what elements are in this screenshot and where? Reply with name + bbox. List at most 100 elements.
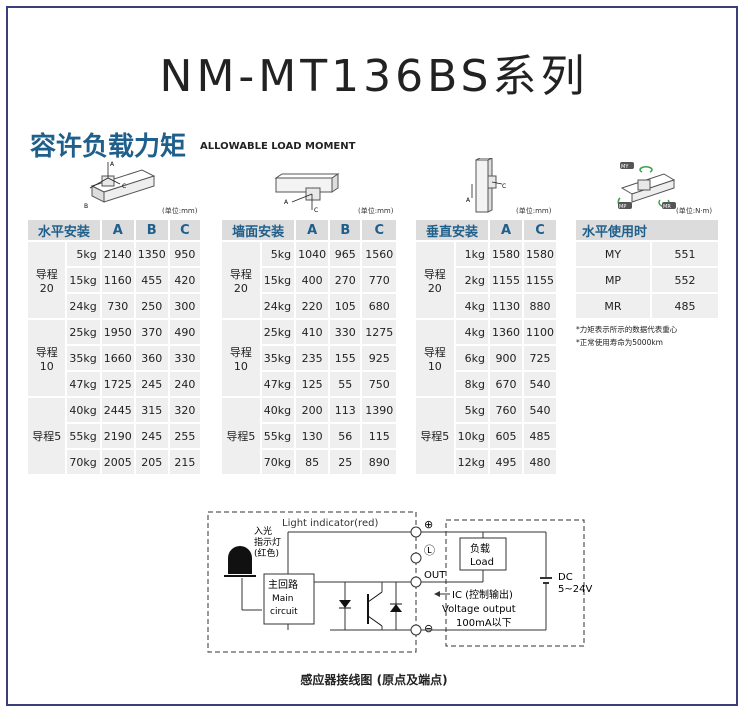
group-label: 导程5 — [416, 398, 454, 474]
l-terminal-icon: Ⓛ — [424, 544, 435, 557]
table-cell: 2445 — [101, 398, 134, 422]
table-cell: 4kg — [455, 294, 488, 318]
table-cell: 410 — [296, 320, 329, 344]
table-cell: 5kg — [455, 398, 488, 422]
label-c: C — [502, 183, 506, 190]
table-header: B — [330, 220, 361, 240]
table-cell: 85 — [296, 450, 329, 474]
table-cell: 1040 — [296, 242, 329, 266]
table-cell: 880 — [524, 294, 556, 318]
table-cell: 900 — [490, 346, 522, 370]
table-cell: 56 — [330, 424, 361, 448]
wall-mount-illustration: A C — [274, 173, 340, 214]
light-indicator-label: Light indicator(red) — [282, 518, 378, 529]
label-a: A — [466, 197, 471, 204]
table-cell: 70kg — [67, 450, 100, 474]
table-cell: 540 — [524, 398, 556, 422]
table-cell: 670 — [490, 372, 522, 396]
table-header: 水平安装 — [28, 220, 100, 240]
table-cell: 24kg — [67, 294, 100, 318]
table-cell: 25kg — [67, 320, 100, 344]
table-cell: 1360 — [490, 320, 522, 344]
table-cell: 1390 — [362, 398, 396, 422]
table-cell: 40kg — [261, 398, 295, 422]
table-cell: 605 — [490, 424, 522, 448]
table-cell: 105 — [330, 294, 361, 318]
group-label: 导程20 — [28, 242, 66, 318]
table-cell: 1kg — [455, 242, 488, 266]
table-cell: 400 — [296, 268, 329, 292]
section-subtitle: ALLOWABLE LOAD MOMENT — [200, 141, 356, 152]
table-cell: 485 — [524, 424, 556, 448]
table-header: A — [296, 220, 329, 240]
table-cell: 2140 — [101, 242, 134, 266]
label-b: B — [84, 203, 88, 210]
table-cell: 47kg — [261, 372, 295, 396]
table-cell: 2kg — [455, 268, 488, 292]
group-label: 导程5 — [222, 398, 260, 474]
table-cell: 8kg — [455, 372, 488, 396]
table-cell: 1580 — [490, 242, 522, 266]
table-cell: 1130 — [490, 294, 522, 318]
table-cell: 200 — [296, 398, 329, 422]
label-a: A — [284, 199, 289, 206]
label-a: A — [110, 161, 115, 168]
table-cell: 255 — [169, 424, 200, 448]
label-c: C — [122, 183, 126, 190]
table-cell: 6kg — [455, 346, 488, 370]
led-label: 指示灯 — [254, 536, 281, 548]
table-cell: 540 — [524, 372, 556, 396]
table-cell: 1100 — [524, 320, 556, 344]
table-cell: 1155 — [524, 268, 556, 292]
table-cell: 4kg — [455, 320, 488, 344]
table-cell: 2190 — [101, 424, 134, 448]
table-cell: 5kg — [67, 242, 100, 266]
current-label: 100mA以下 — [456, 618, 512, 629]
label-c: C — [314, 207, 318, 214]
table-cell: MR — [576, 294, 650, 318]
group-label: 导程10 — [416, 320, 454, 396]
table-cell: 1660 — [101, 346, 134, 370]
table-cell: 240 — [169, 372, 200, 396]
table-cell: 47kg — [67, 372, 100, 396]
table-cell: 235 — [296, 346, 329, 370]
group-label: 导程20 — [222, 242, 260, 318]
table-cell: 40kg — [67, 398, 100, 422]
table-cell: 1275 — [362, 320, 396, 344]
group-label: 导程10 — [222, 320, 260, 396]
table-cell: MP — [576, 268, 650, 292]
table-cell: 552 — [652, 268, 718, 292]
table-cell: 205 — [135, 450, 168, 474]
table-cell: 330 — [169, 346, 200, 370]
table-cell: 725 — [524, 346, 556, 370]
table-cell: 70kg — [261, 450, 295, 474]
table-header: A — [101, 220, 134, 240]
ic-label: IC (控制输出) — [452, 588, 513, 601]
led-label: 入光 — [254, 525, 272, 537]
load-label: 负载 — [470, 542, 490, 555]
table-cell: 115 — [362, 424, 396, 448]
table-header: 垂直安装 — [416, 220, 488, 240]
unit-label: (单位:mm) — [162, 207, 198, 215]
minus-terminal-icon: ⊖ — [424, 622, 433, 635]
table-cell: 300 — [169, 294, 200, 318]
section-title: 容许负载力矩 — [30, 132, 187, 162]
main-circuit-label: 主回路 — [268, 578, 298, 591]
moment-illustration: MY MP MR — [617, 162, 676, 210]
dc-label: DC — [558, 572, 573, 583]
